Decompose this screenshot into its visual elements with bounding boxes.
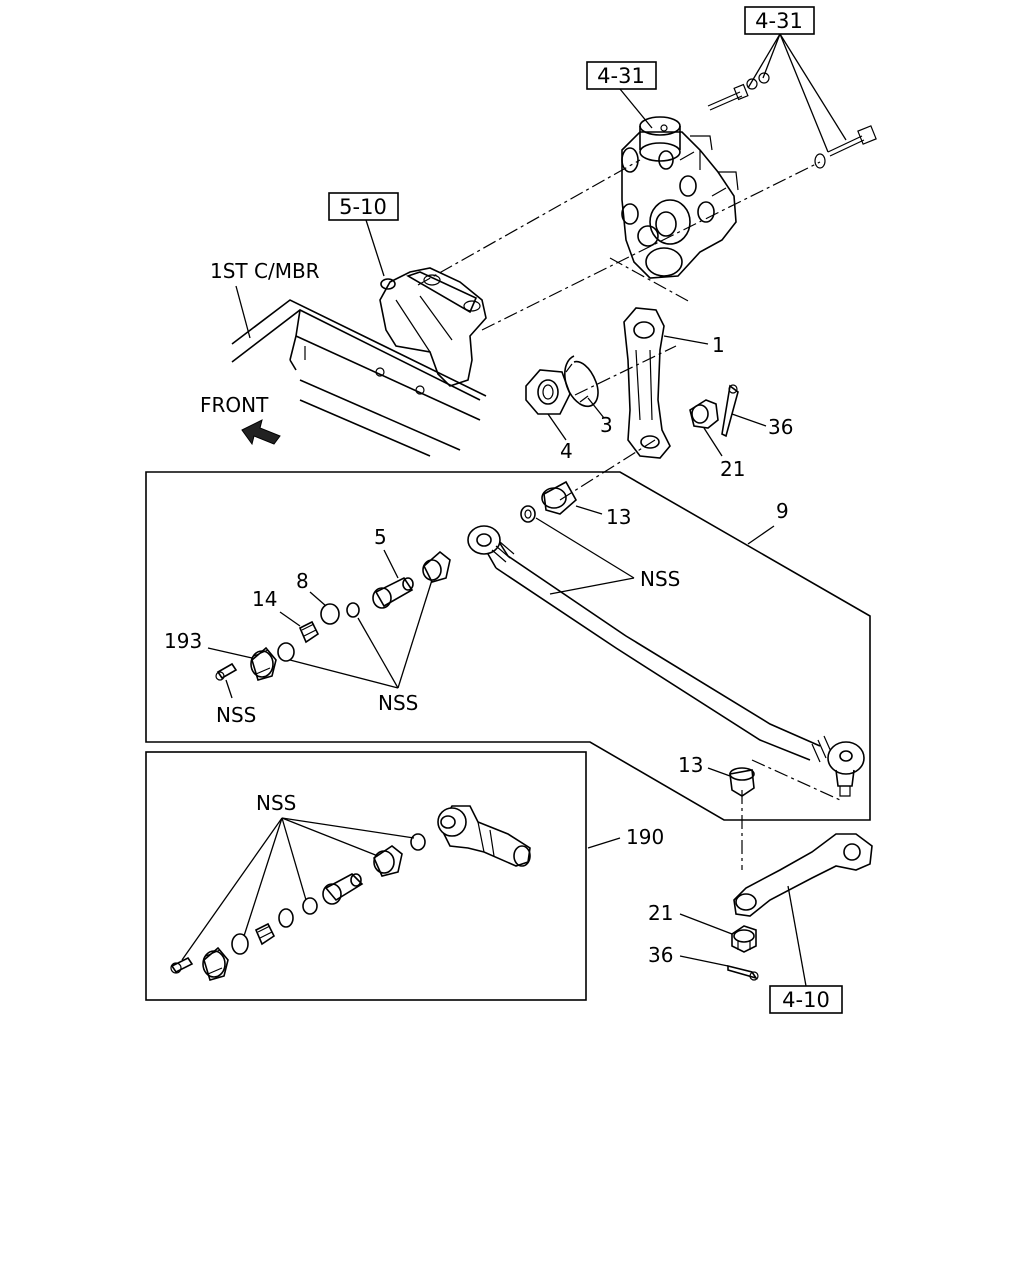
callout-14: 14 <box>252 587 277 611</box>
drag-link-rod[interactable] <box>467 525 865 797</box>
reference-box-bracket[interactable]: 5-10 <box>328 192 399 221</box>
callout-4: 4 <box>560 439 573 463</box>
steering-gear[interactable] <box>621 116 739 279</box>
ref-bracket-text: 5-10 <box>339 195 387 219</box>
frame-cross-member[interactable] <box>231 299 487 457</box>
front-indicator: FRONT <box>200 393 281 446</box>
idler-arm[interactable] <box>733 833 873 917</box>
callout-193: 193 <box>164 629 202 653</box>
callout-36-upper: 36 <box>768 415 793 439</box>
reference-box-pump[interactable]: 4-31 <box>586 61 657 90</box>
callout-13-lower: 13 <box>678 753 703 777</box>
ring-8[interactable] <box>320 603 340 625</box>
ref-top-right-text: 4-31 <box>755 9 803 33</box>
callout-8: 8 <box>296 569 309 593</box>
pitman-arm[interactable] <box>623 307 671 459</box>
reference-box-arm[interactable]: 4-10 <box>769 985 843 1014</box>
washer-upper-rod[interactable] <box>520 505 536 523</box>
pump-bolts <box>707 72 877 169</box>
nss-left-label: NSS <box>378 691 418 715</box>
castle-nut-upper[interactable] <box>689 399 719 429</box>
snap-ring[interactable] <box>564 355 599 407</box>
repair-kit-callouts: NSS 190 <box>181 791 664 961</box>
ball-stud-5[interactable] <box>372 576 414 609</box>
dust-seal-13-upper[interactable] <box>541 480 578 515</box>
callout-36-lower: 36 <box>648 943 673 967</box>
front-label: FRONT <box>200 393 269 417</box>
front-arrow-icon <box>241 419 281 446</box>
repair-kit-outline <box>145 751 587 1001</box>
lock-nut[interactable] <box>525 369 571 415</box>
spring-14[interactable] <box>298 620 320 644</box>
o-ring-left[interactable] <box>277 642 295 662</box>
end-plug-193[interactable] <box>250 646 277 681</box>
reference-box-top-right[interactable]: 4-31 <box>744 6 815 35</box>
callout-5: 5 <box>374 525 387 549</box>
member-label-text: 1ST C/MBR <box>210 259 320 283</box>
callouts-drag-link: 13 9 5 8 14 193 NSS NSS NSS <box>164 499 789 727</box>
callout-21-lower: 21 <box>648 901 673 925</box>
seat-cup[interactable] <box>422 550 451 583</box>
ref-arm-text: 4-10 <box>782 988 830 1012</box>
cotter-pin-upper[interactable] <box>721 384 739 438</box>
callout-9: 9 <box>776 499 789 523</box>
nss-kit-label: NSS <box>256 791 296 815</box>
drag-link-outline <box>145 471 871 821</box>
castle-nut-lower[interactable] <box>731 925 757 953</box>
nss-bolt-label: NSS <box>216 703 256 727</box>
callout-1: 1 <box>712 333 725 357</box>
callout-21-upper: 21 <box>720 457 745 481</box>
callout-13-upper: 13 <box>606 505 631 529</box>
repair-kit-parts[interactable] <box>170 805 531 981</box>
gear-mounting-bracket[interactable] <box>379 267 487 387</box>
callout-190: 190 <box>626 825 664 849</box>
spring-ring-small[interactable] <box>346 602 360 618</box>
callouts-upper: 1 3 4 36 21 <box>547 333 793 481</box>
callouts-lower-right: 13 21 36 <box>648 753 807 987</box>
member-label: 1ST C/MBR <box>210 259 320 339</box>
nss-rod-label: NSS <box>640 567 680 591</box>
grease-fitting[interactable] <box>215 662 238 681</box>
callout-3: 3 <box>600 413 613 437</box>
cotter-pin-lower[interactable] <box>727 964 759 981</box>
ref-pump-text: 4-31 <box>597 64 645 88</box>
dust-seal-13-lower[interactable] <box>729 767 755 797</box>
